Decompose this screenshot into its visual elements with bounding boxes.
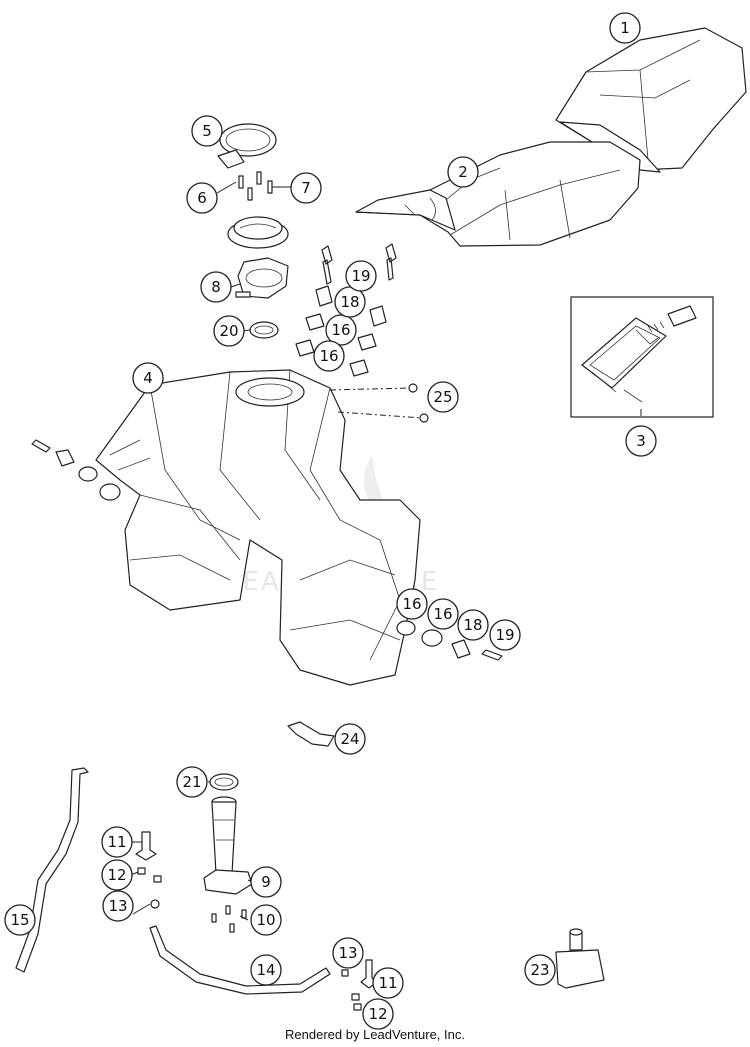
callout-12-upper: 12	[101, 859, 133, 891]
screws-set[interactable]	[238, 171, 273, 201]
callout-16-d: 16	[427, 598, 459, 630]
svg-text:21: 21	[182, 773, 201, 791]
callout-11-upper: 11	[101, 826, 133, 858]
callout-2: 2	[447, 156, 479, 188]
svg-text:11: 11	[107, 833, 126, 851]
o-ring-21[interactable]	[209, 773, 239, 791]
callout-24: 24	[334, 723, 366, 755]
svg-text:4: 4	[143, 369, 153, 387]
callout-23: 23	[524, 954, 556, 986]
callout-16-c: 16	[396, 588, 428, 620]
fuel-cap[interactable]	[227, 216, 289, 249]
leader-lines	[127, 181, 642, 921]
svg-text:24: 24	[340, 730, 359, 748]
callout-13-upper: 13	[102, 890, 134, 922]
callout-8: 8	[200, 271, 232, 303]
svg-text:12: 12	[368, 1005, 387, 1023]
callout-18-upper: 18	[334, 286, 366, 318]
svg-text:11: 11	[378, 974, 397, 992]
fitting-set-upper[interactable]	[135, 831, 162, 909]
svg-text:5: 5	[202, 122, 212, 140]
callout-16-b: 16	[313, 340, 345, 372]
svg-text:16: 16	[433, 605, 452, 623]
svg-text:13: 13	[108, 897, 127, 915]
svg-text:13: 13	[338, 944, 357, 962]
footer-credit: Rendered by LeadVenture, Inc.	[285, 1027, 465, 1042]
svg-text:14: 14	[256, 961, 275, 979]
fuel-hose-14[interactable]	[149, 925, 331, 995]
svg-text:16: 16	[402, 595, 421, 613]
front-seat[interactable]	[355, 141, 641, 247]
svg-text:15: 15	[10, 911, 29, 929]
callout-1: 1	[609, 12, 641, 44]
callout-20: 20	[213, 315, 245, 347]
tool-kit-box[interactable]	[570, 296, 714, 418]
mount-bolts-upper[interactable]	[295, 243, 397, 377]
filler-housing[interactable]	[235, 257, 289, 299]
svg-text:23: 23	[530, 961, 549, 979]
fuel-tank[interactable]	[95, 369, 421, 686]
svg-text:19: 19	[495, 626, 514, 644]
svg-text:9: 9	[261, 873, 271, 891]
callout-3: 3	[625, 425, 657, 457]
fuel-pump[interactable]	[203, 796, 253, 895]
callout-14: 14	[250, 954, 282, 986]
svg-text:18: 18	[463, 616, 482, 634]
callout-11-lower: 11	[372, 967, 404, 999]
callout-7: 7	[290, 172, 322, 204]
svg-text:10: 10	[256, 911, 275, 929]
svg-text:16: 16	[331, 321, 350, 339]
svg-text:7: 7	[301, 179, 311, 197]
callout-9: 9	[250, 866, 282, 898]
fuel-filter-23[interactable]	[555, 928, 605, 989]
svg-text:2: 2	[458, 163, 468, 181]
svg-text:19: 19	[351, 267, 370, 285]
svg-text:6: 6	[197, 189, 207, 207]
svg-text:8: 8	[211, 278, 221, 296]
callout-16-a: 16	[325, 314, 357, 346]
svg-text:3: 3	[636, 432, 646, 450]
svg-text:20: 20	[219, 322, 238, 340]
svg-text:16: 16	[319, 347, 338, 365]
mount-bolts-lower[interactable]	[396, 620, 503, 661]
svg-text:12: 12	[107, 866, 126, 884]
callout-6: 6	[186, 182, 218, 214]
callout-13-lower: 13	[332, 937, 364, 969]
svg-text:18: 18	[340, 293, 359, 311]
vent-hose-15[interactable]	[15, 767, 89, 973]
callout-4: 4	[132, 362, 164, 394]
callout-21: 21	[176, 766, 208, 798]
tank-bolts-left[interactable]	[31, 439, 121, 501]
callout-25: 25	[427, 381, 459, 413]
callout-15: 15	[4, 904, 36, 936]
svg-text:25: 25	[433, 388, 452, 406]
callout-10: 10	[250, 904, 282, 936]
pump-screws[interactable]	[211, 905, 247, 933]
tank-nuts-25[interactable]	[329, 383, 429, 423]
svg-text:1: 1	[620, 19, 630, 37]
callout-18-lower: 18	[457, 609, 489, 641]
callout-19-lower: 19	[489, 619, 521, 651]
bracket-ring[interactable]	[217, 123, 277, 169]
gasket-20[interactable]	[249, 321, 279, 339]
callout-5: 5	[191, 115, 223, 147]
callout-19-upper: 19	[345, 260, 377, 292]
bracket-24[interactable]	[287, 721, 335, 747]
callout-12-lower: 12	[362, 998, 394, 1030]
